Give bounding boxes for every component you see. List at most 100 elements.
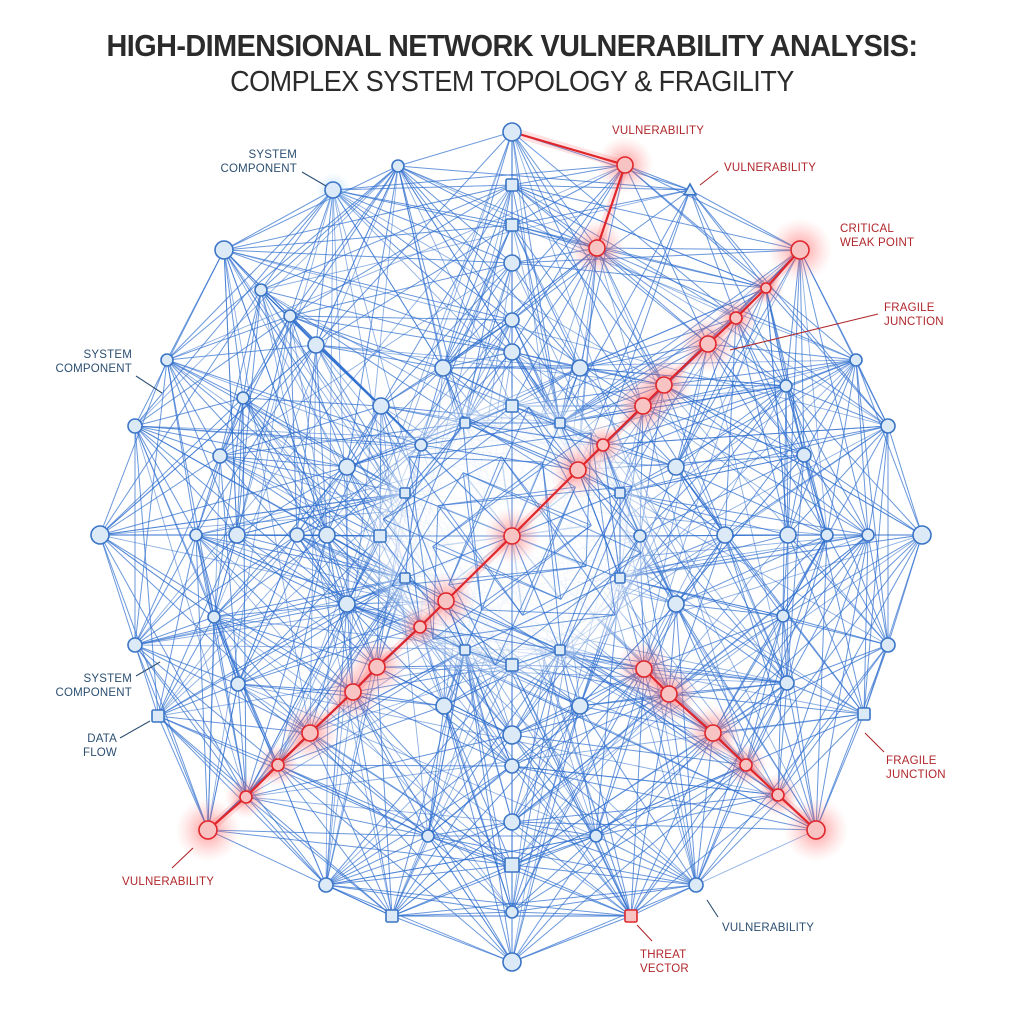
- network-node-square[interactable]: [385, 909, 399, 923]
- network-node-circle[interactable]: [318, 877, 334, 893]
- critical-node-circle[interactable]: [596, 438, 610, 452]
- critical-node-circle[interactable]: [503, 527, 521, 545]
- network-node-circle[interactable]: [214, 240, 234, 260]
- network-node-square[interactable]: [554, 644, 566, 656]
- critical-node-circle[interactable]: [344, 683, 362, 701]
- network-node-circle[interactable]: [880, 637, 896, 653]
- network-node-square[interactable]: [459, 417, 471, 429]
- network-node-circle[interactable]: [776, 609, 790, 623]
- network-node-circle[interactable]: [880, 418, 896, 434]
- network-node-square[interactable]: [614, 572, 626, 584]
- network-node-square[interactable]: [554, 417, 566, 429]
- network-node-circle[interactable]: [667, 595, 685, 613]
- network-node-circle[interactable]: [571, 697, 589, 715]
- network-node-circle[interactable]: [318, 526, 336, 544]
- network-node-circle[interactable]: [160, 353, 174, 367]
- network-node-square[interactable]: [505, 658, 519, 672]
- network-node-circle[interactable]: [505, 905, 519, 919]
- network-node-square[interactable]: [373, 529, 387, 543]
- critical-node-circle[interactable]: [739, 758, 753, 772]
- network-node-circle[interactable]: [502, 122, 522, 142]
- network-node-circle[interactable]: [254, 283, 268, 297]
- network-node-square[interactable]: [614, 487, 626, 499]
- network-node-circle[interactable]: [571, 359, 589, 377]
- network-node-circle[interactable]: [338, 595, 356, 613]
- network-node-circle[interactable]: [779, 379, 793, 393]
- network-node-circle[interactable]: [502, 725, 522, 745]
- critical-node-circle[interactable]: [368, 658, 386, 676]
- network-node-circle[interactable]: [372, 397, 390, 415]
- network-node-circle[interactable]: [283, 309, 297, 323]
- critical-node-circle[interactable]: [437, 592, 455, 610]
- network-node-circle[interactable]: [796, 447, 812, 463]
- network-node-circle[interactable]: [212, 448, 228, 464]
- network-node-circle[interactable]: [338, 458, 356, 476]
- critical-node-circle[interactable]: [198, 820, 218, 840]
- network-node-circle[interactable]: [716, 526, 734, 544]
- network-node-circle[interactable]: [289, 527, 305, 543]
- network-node-square[interactable]: [151, 709, 165, 723]
- critical-node-circle[interactable]: [655, 376, 673, 394]
- critical-node-circle[interactable]: [660, 685, 678, 703]
- network-node-triangle[interactable]: [682, 182, 698, 196]
- network-node-circle[interactable]: [503, 813, 521, 831]
- critical-node-circle[interactable]: [771, 788, 785, 802]
- network-node-circle[interactable]: [504, 312, 520, 328]
- critical-node-circle[interactable]: [790, 240, 810, 260]
- network-node-circle[interactable]: [502, 952, 522, 972]
- critical-node-circle[interactable]: [806, 820, 826, 840]
- critical-node-circle[interactable]: [699, 335, 717, 353]
- network-node-circle[interactable]: [912, 525, 932, 545]
- network-node-circle[interactable]: [503, 254, 521, 272]
- network-node-circle[interactable]: [861, 528, 875, 542]
- network-node-square[interactable]: [399, 572, 411, 584]
- network-node-circle[interactable]: [207, 610, 221, 624]
- network-node-square[interactable]: [505, 399, 519, 413]
- edge: [296, 534, 348, 605]
- critical-node-circle[interactable]: [413, 620, 427, 634]
- network-node-circle[interactable]: [779, 675, 795, 691]
- critical-node-circle[interactable]: [760, 282, 772, 294]
- network-node-circle[interactable]: [324, 181, 342, 199]
- critical-node-circle[interactable]: [635, 660, 653, 678]
- network-node-circle[interactable]: [189, 528, 203, 542]
- threat-vector-node-square[interactable]: [624, 909, 638, 923]
- network-node-square[interactable]: [504, 857, 520, 873]
- network-node-square[interactable]: [505, 218, 519, 232]
- network-node-circle[interactable]: [421, 829, 435, 843]
- network-node-circle[interactable]: [127, 637, 143, 653]
- network-node-circle[interactable]: [589, 829, 603, 843]
- network-node-circle[interactable]: [434, 359, 452, 377]
- network-node-circle[interactable]: [503, 343, 521, 361]
- network-node-circle[interactable]: [820, 528, 834, 542]
- critical-node-circle[interactable]: [588, 239, 606, 257]
- network-node-circle[interactable]: [688, 877, 704, 893]
- critical-node-circle[interactable]: [569, 461, 587, 479]
- network-node-circle[interactable]: [414, 438, 428, 452]
- critical-node-circle[interactable]: [616, 156, 634, 174]
- network-node-circle[interactable]: [391, 159, 405, 173]
- network-node-circle[interactable]: [127, 418, 143, 434]
- network-node-square[interactable]: [399, 487, 411, 499]
- network-node-circle[interactable]: [90, 525, 110, 545]
- network-node-square[interactable]: [459, 644, 471, 656]
- network-node-circle[interactable]: [230, 676, 246, 692]
- network-node-circle[interactable]: [307, 336, 325, 354]
- network-node-circle[interactable]: [236, 391, 250, 405]
- critical-node-circle[interactable]: [301, 724, 319, 742]
- network-node-circle[interactable]: [667, 458, 685, 476]
- critical-node-circle[interactable]: [239, 790, 253, 804]
- network-node-circle[interactable]: [633, 529, 647, 543]
- network-node-circle[interactable]: [779, 526, 797, 544]
- network-node-circle[interactable]: [228, 526, 246, 544]
- network-node-circle[interactable]: [435, 697, 453, 715]
- network-node-circle[interactable]: [504, 758, 520, 774]
- critical-node-circle[interactable]: [729, 311, 743, 325]
- network-node-square[interactable]: [505, 178, 519, 192]
- edge: [427, 835, 513, 866]
- critical-node-circle[interactable]: [704, 724, 722, 742]
- network-node-circle[interactable]: [849, 353, 863, 367]
- critical-node-circle[interactable]: [271, 758, 285, 772]
- critical-node-circle[interactable]: [634, 397, 652, 415]
- network-node-square[interactable]: [857, 707, 871, 721]
